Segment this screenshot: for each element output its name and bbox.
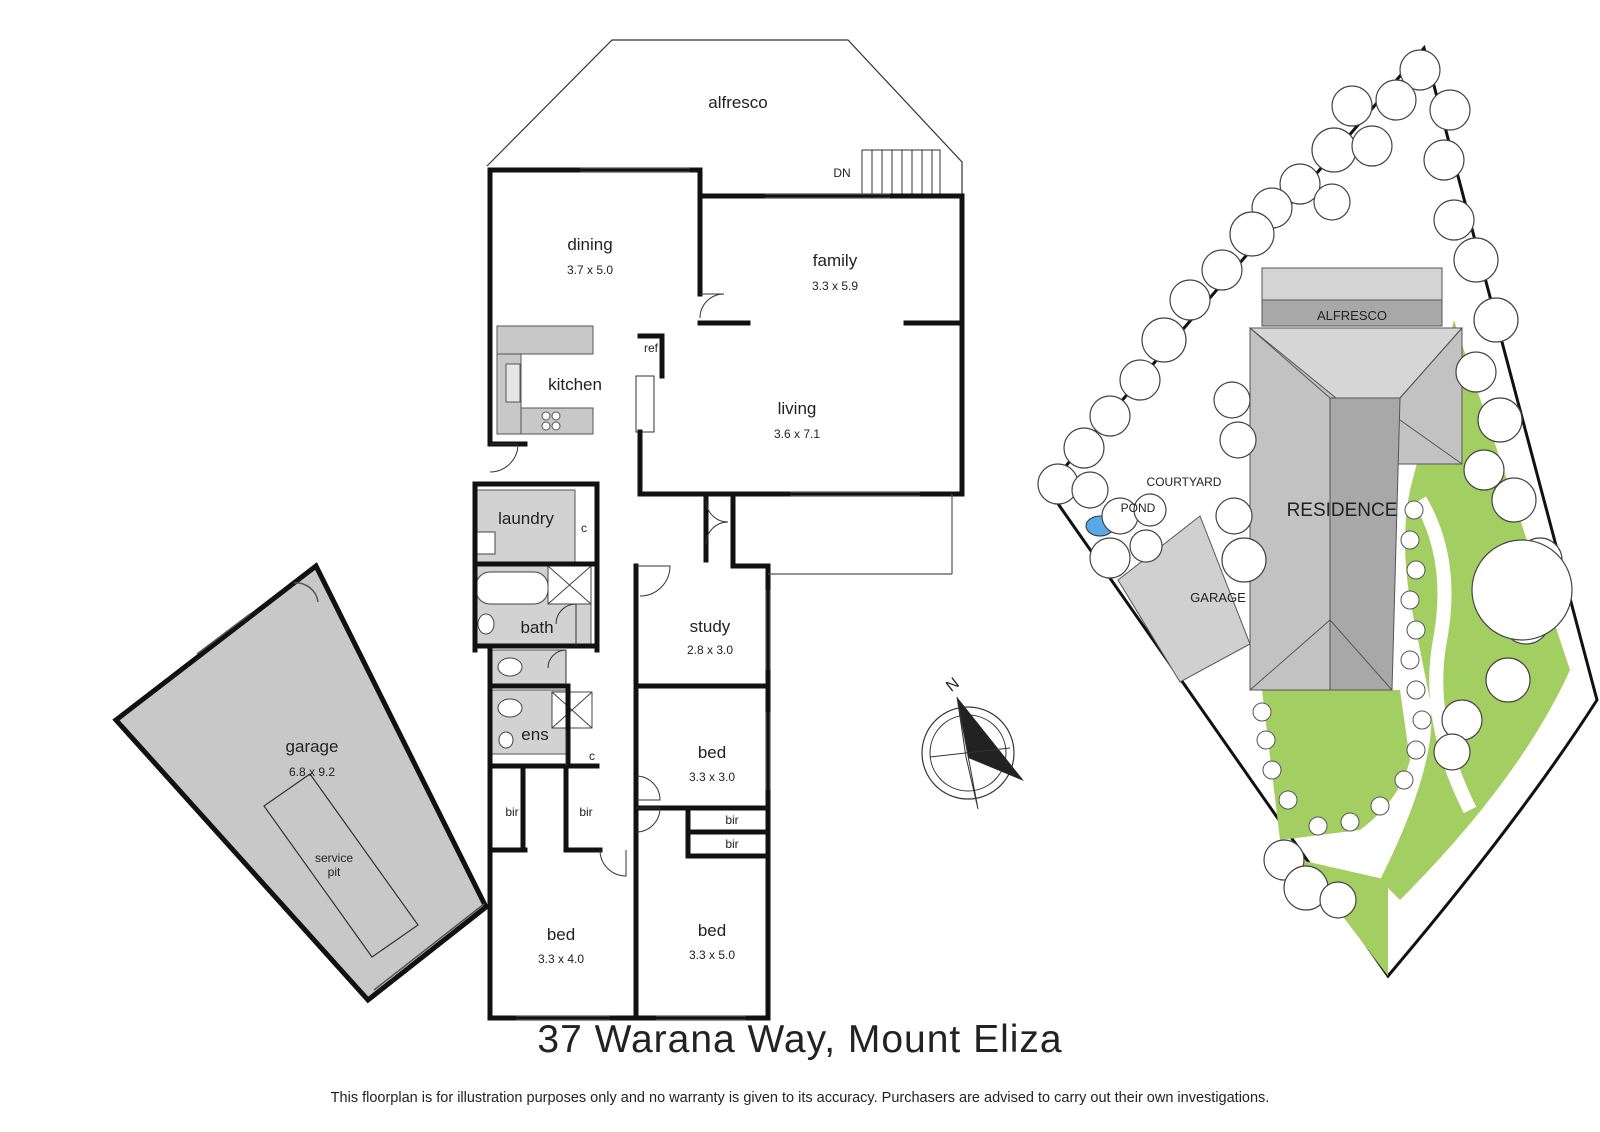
size-bed-2: 3.3 x 3.0 bbox=[689, 770, 735, 784]
label-living: living bbox=[778, 399, 817, 418]
label-stairs: DN bbox=[833, 166, 850, 180]
floor-plan bbox=[112, 39, 1024, 1021]
label-compass-n: N bbox=[943, 675, 963, 696]
label-study: study bbox=[690, 617, 731, 636]
label-alfresco: alfresco bbox=[708, 93, 768, 112]
label-family: family bbox=[813, 251, 858, 270]
service-pit bbox=[263, 773, 419, 958]
site-plan bbox=[1037, 44, 1599, 979]
label-bir-1: bir bbox=[505, 805, 518, 819]
label-kitchen: kitchen bbox=[548, 375, 602, 394]
door-swings bbox=[489, 293, 729, 877]
site-alfresco-roof bbox=[1261, 267, 1443, 301]
label-bed-1: bed bbox=[547, 925, 575, 944]
ref-recess bbox=[635, 375, 655, 433]
label-laundry-cupboard: c bbox=[581, 521, 587, 535]
size-bed-1: 3.3 x 4.0 bbox=[538, 952, 584, 966]
labels: alfresco DN dining 3.7 x 5.0 family 3.3 … bbox=[286, 93, 1398, 966]
size-bed-3: 3.3 x 5.0 bbox=[689, 948, 735, 962]
property-address: 37 Warana Way, Mount Eliza bbox=[537, 1018, 1063, 1061]
site-label-courtyard: COURTYARD bbox=[1147, 475, 1222, 489]
label-bir-4: bir bbox=[725, 837, 738, 851]
size-garage: 6.8 x 9.2 bbox=[289, 765, 335, 779]
size-family: 3.3 x 5.9 bbox=[812, 279, 858, 293]
compass bbox=[921, 696, 1024, 810]
size-study: 2.8 x 3.0 bbox=[687, 643, 733, 657]
garage-slab bbox=[112, 562, 490, 1004]
stairs bbox=[861, 149, 941, 196]
label-bir-2: bir bbox=[579, 805, 592, 819]
label-ens: ens bbox=[521, 725, 548, 744]
compass-needle bbox=[957, 697, 1024, 781]
size-living: 3.6 x 7.1 bbox=[774, 427, 820, 441]
label-laundry: laundry bbox=[498, 509, 554, 528]
label-service-pit-2: pit bbox=[328, 865, 341, 879]
label-bath: bath bbox=[520, 618, 553, 637]
label-garage: garage bbox=[286, 737, 339, 756]
label-service-pit-1: service bbox=[315, 851, 353, 865]
alfresco-outline bbox=[486, 39, 963, 196]
trees bbox=[1037, 49, 1573, 919]
label-bed-2: bed bbox=[698, 743, 726, 762]
label-bed-3: bed bbox=[698, 921, 726, 940]
site-label-residence: RESIDENCE bbox=[1287, 500, 1398, 521]
site-label-alfresco: ALFRESCO bbox=[1317, 308, 1387, 323]
fixtures bbox=[475, 531, 593, 749]
windows bbox=[516, 167, 953, 1021]
lawn bbox=[1380, 320, 1570, 900]
site-label-pond: POND bbox=[1121, 501, 1156, 515]
residence-roof bbox=[1248, 327, 1464, 691]
garage-openings bbox=[196, 582, 485, 991]
size-dining: 3.7 x 5.0 bbox=[567, 263, 613, 277]
label-bir-3: bir bbox=[725, 813, 738, 827]
disclaimer: This floorplan is for illustration purpo… bbox=[330, 1090, 1270, 1106]
site-alfresco bbox=[1261, 299, 1443, 327]
label-dining: dining bbox=[567, 235, 612, 254]
site-label-garage: GARAGE bbox=[1190, 590, 1246, 605]
label-ens-cupboard: c bbox=[589, 749, 595, 763]
hedge bbox=[1252, 500, 1432, 836]
label-ref: ref bbox=[644, 341, 659, 355]
kitchen-benches bbox=[496, 325, 594, 435]
